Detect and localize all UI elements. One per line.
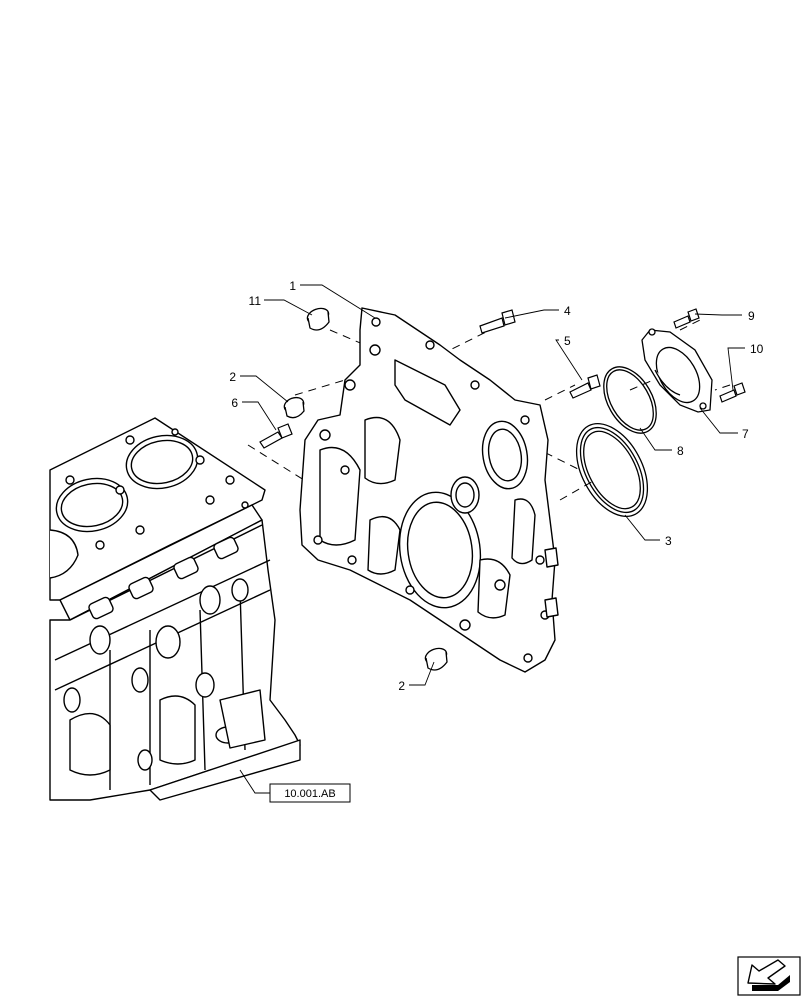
next-page-arrow-icon[interactable] [737, 956, 801, 996]
reference-box[interactable]: 10.001.AB [269, 783, 351, 803]
callout-8: 8 [677, 444, 684, 458]
callout-6: 6 [231, 396, 238, 410]
part-2-lower-plug [424, 647, 448, 671]
part-8-o-ring [603, 366, 657, 434]
callout-2-upper: 2 [229, 370, 236, 384]
part-10-bolt [719, 382, 746, 403]
callout-7: 7 [742, 427, 749, 441]
callout-9: 9 [748, 309, 755, 323]
part-11-plug [306, 307, 330, 331]
callout-labels: 1 11 2 6 4 5 9 10 7 8 3 2 [229, 279, 763, 693]
callout-10: 10 [750, 342, 764, 356]
callout-1: 1 [289, 279, 296, 293]
callout-2-lower: 2 [398, 679, 405, 693]
callout-11: 11 [249, 294, 262, 308]
reference-label: 10.001.AB [284, 788, 335, 800]
reference-box-frame [269, 783, 351, 803]
part-6-bolt [259, 423, 293, 449]
part-5-bolt [569, 374, 601, 399]
part-7-cover-plate [641, 328, 713, 413]
part-2-upper-plug [283, 396, 305, 419]
part-9-bolt [673, 308, 700, 329]
part-3-seal-ring [575, 423, 649, 517]
callout-4: 4 [564, 304, 571, 318]
callout-3: 3 [665, 534, 672, 548]
callout-5: 5 [564, 334, 571, 348]
engine-block [49, 417, 301, 801]
part-4-bolt [479, 309, 516, 334]
timing-cover [299, 307, 559, 673]
leader-lines [239, 284, 745, 794]
